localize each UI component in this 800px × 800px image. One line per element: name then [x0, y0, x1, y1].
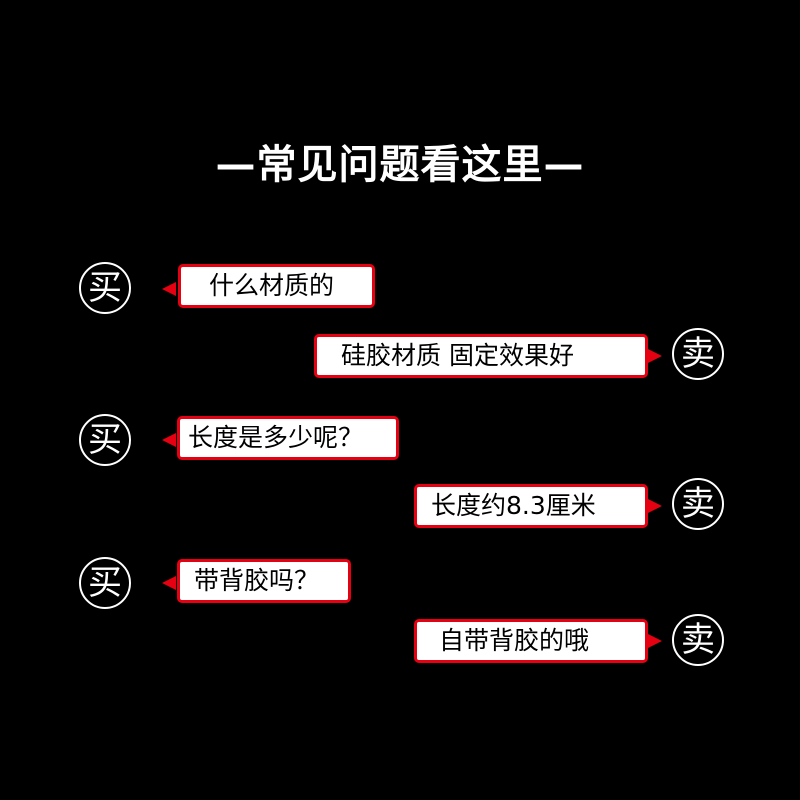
answer-bubble: 长度约8.3厘米 [414, 484, 648, 528]
question-bubble: 带背胶吗？ [177, 559, 351, 603]
question-text: 带背胶吗？ [194, 566, 320, 595]
seller-badge: 卖 [672, 614, 724, 666]
page-title: —常见问题看这里— [215, 142, 585, 188]
answer-pointer [648, 499, 662, 513]
buyer-badge: 买 [79, 262, 131, 314]
question-pointer [162, 433, 176, 447]
seller-badge: 卖 [672, 478, 724, 530]
answer-bubble: 硅胶材质 固定效果好 [314, 334, 648, 378]
question-bubble: 长度是多少呢？ [177, 416, 399, 460]
seller-badge: 卖 [672, 328, 724, 380]
question-pointer [162, 282, 176, 296]
answer-pointer [648, 634, 662, 648]
answer-bubble: 自带背胶的哦 [414, 619, 648, 663]
question-bubble: 什么材质的 [178, 264, 375, 308]
question-pointer [162, 576, 176, 590]
buyer-badge: 买 [79, 557, 131, 609]
answer-text: 长度约8.3厘米 [431, 491, 596, 520]
answer-text: 硅胶材质 固定效果好 [341, 341, 574, 370]
answer-pointer [648, 349, 662, 363]
answer-text: 自带背胶的哦 [439, 626, 590, 655]
question-text: 长度是多少呢？ [188, 423, 364, 452]
buyer-badge: 买 [79, 414, 131, 466]
question-text: 什么材质的 [209, 271, 335, 300]
